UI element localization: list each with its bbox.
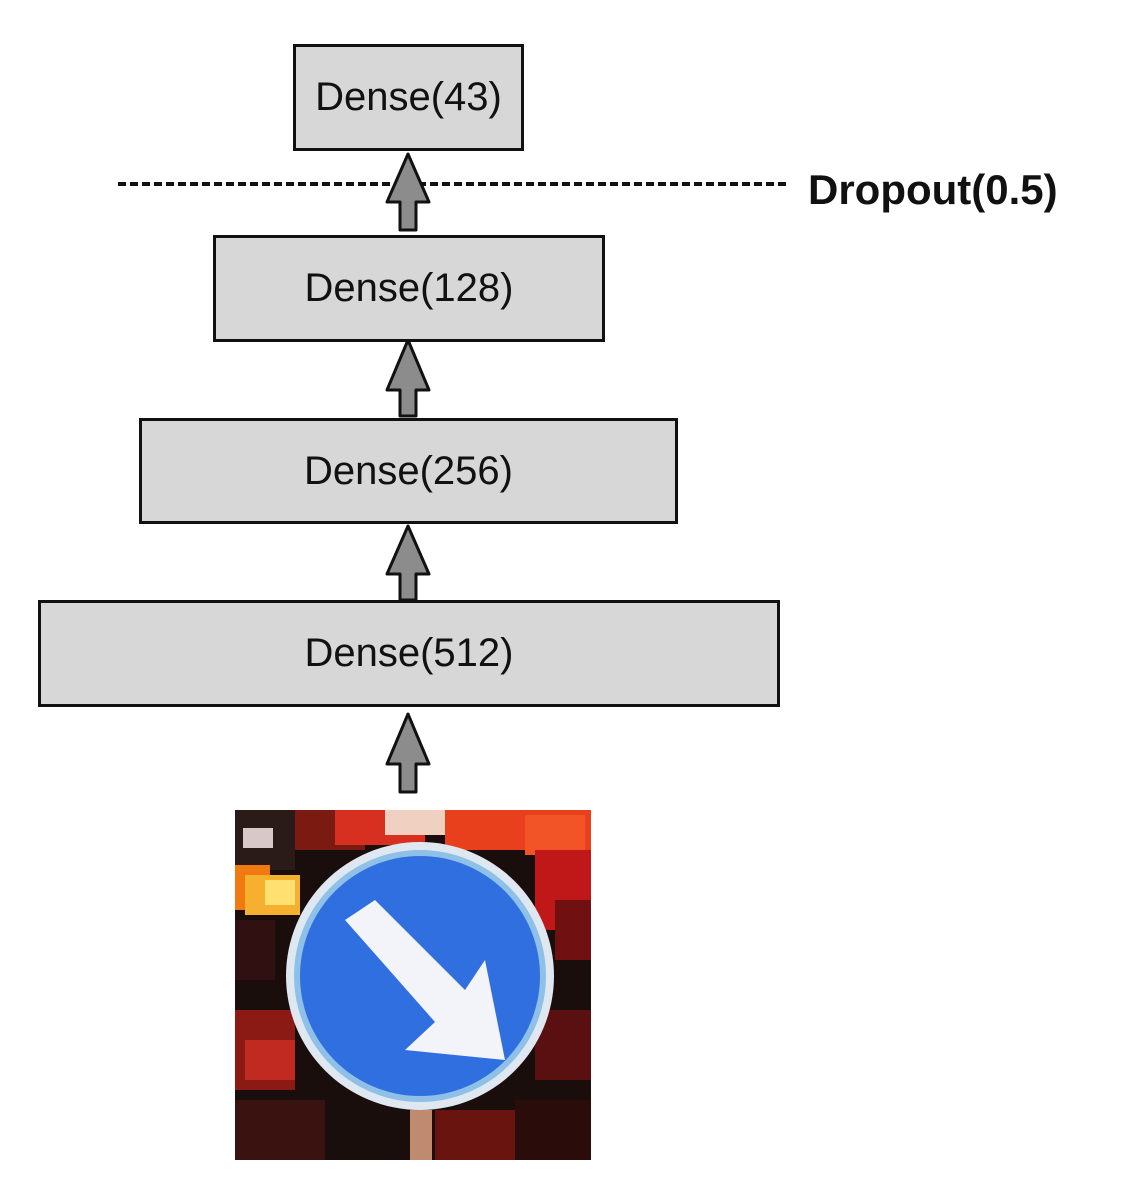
dropout-line — [118, 182, 786, 186]
dropout-label: Dropout(0.5) — [808, 166, 1058, 213]
arrow-up-icon — [385, 712, 431, 794]
input-image — [235, 810, 591, 1160]
layer-label: Dense(512) — [304, 631, 514, 675]
arrow-up-icon — [385, 524, 431, 602]
layer-label: Dense(43) — [315, 75, 502, 119]
dense-43-layer: Dense(43) — [293, 44, 524, 151]
arrow-up-icon — [385, 338, 431, 418]
dense-512-layer: Dense(512) — [38, 600, 780, 707]
traffic-sign-keep-right-icon — [235, 810, 591, 1160]
layer-label: Dense(256) — [303, 448, 513, 493]
dense-256-layer: Dense(256) — [139, 418, 678, 524]
arrow-up-icon — [385, 152, 431, 232]
layer-label: Dense(128) — [304, 266, 514, 310]
dense-128-layer: Dense(128) — [213, 235, 605, 342]
